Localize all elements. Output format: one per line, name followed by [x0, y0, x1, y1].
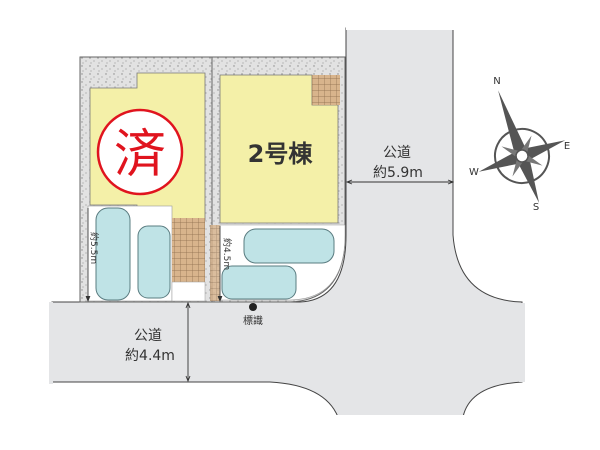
parking-2-depth: 約4.5m [221, 238, 233, 270]
compass-n: N [493, 76, 500, 87]
building-label: 2号棟 [248, 140, 314, 168]
compass-w: W [469, 167, 479, 178]
road-south-dimension [185, 301, 191, 383]
roads [49, 26, 525, 419]
parking-1-depth: 約5.5m [88, 232, 100, 264]
car [243, 228, 335, 264]
compass-icon [478, 90, 566, 203]
compass-s: S [533, 202, 539, 213]
parking-2-dimension [217, 226, 223, 303]
sold-stamp-text: 済 [114, 125, 166, 185]
road-east-label: 公道 [383, 145, 411, 161]
cars [95, 207, 335, 301]
road-south-label: 公道 [134, 328, 162, 344]
road-east-width: 約5.9m [373, 165, 423, 181]
marker-label: 標識 [243, 314, 263, 327]
car [137, 225, 171, 299]
car [95, 207, 131, 301]
compass-e: E [564, 141, 570, 152]
road-east-dimension [345, 179, 455, 185]
car [221, 265, 297, 300]
marker-dot [249, 303, 257, 311]
road-south-width: 約4.4m [125, 348, 175, 364]
sold-stamp: 済 [96, 108, 184, 196]
parking-1-dimension [85, 208, 91, 303]
